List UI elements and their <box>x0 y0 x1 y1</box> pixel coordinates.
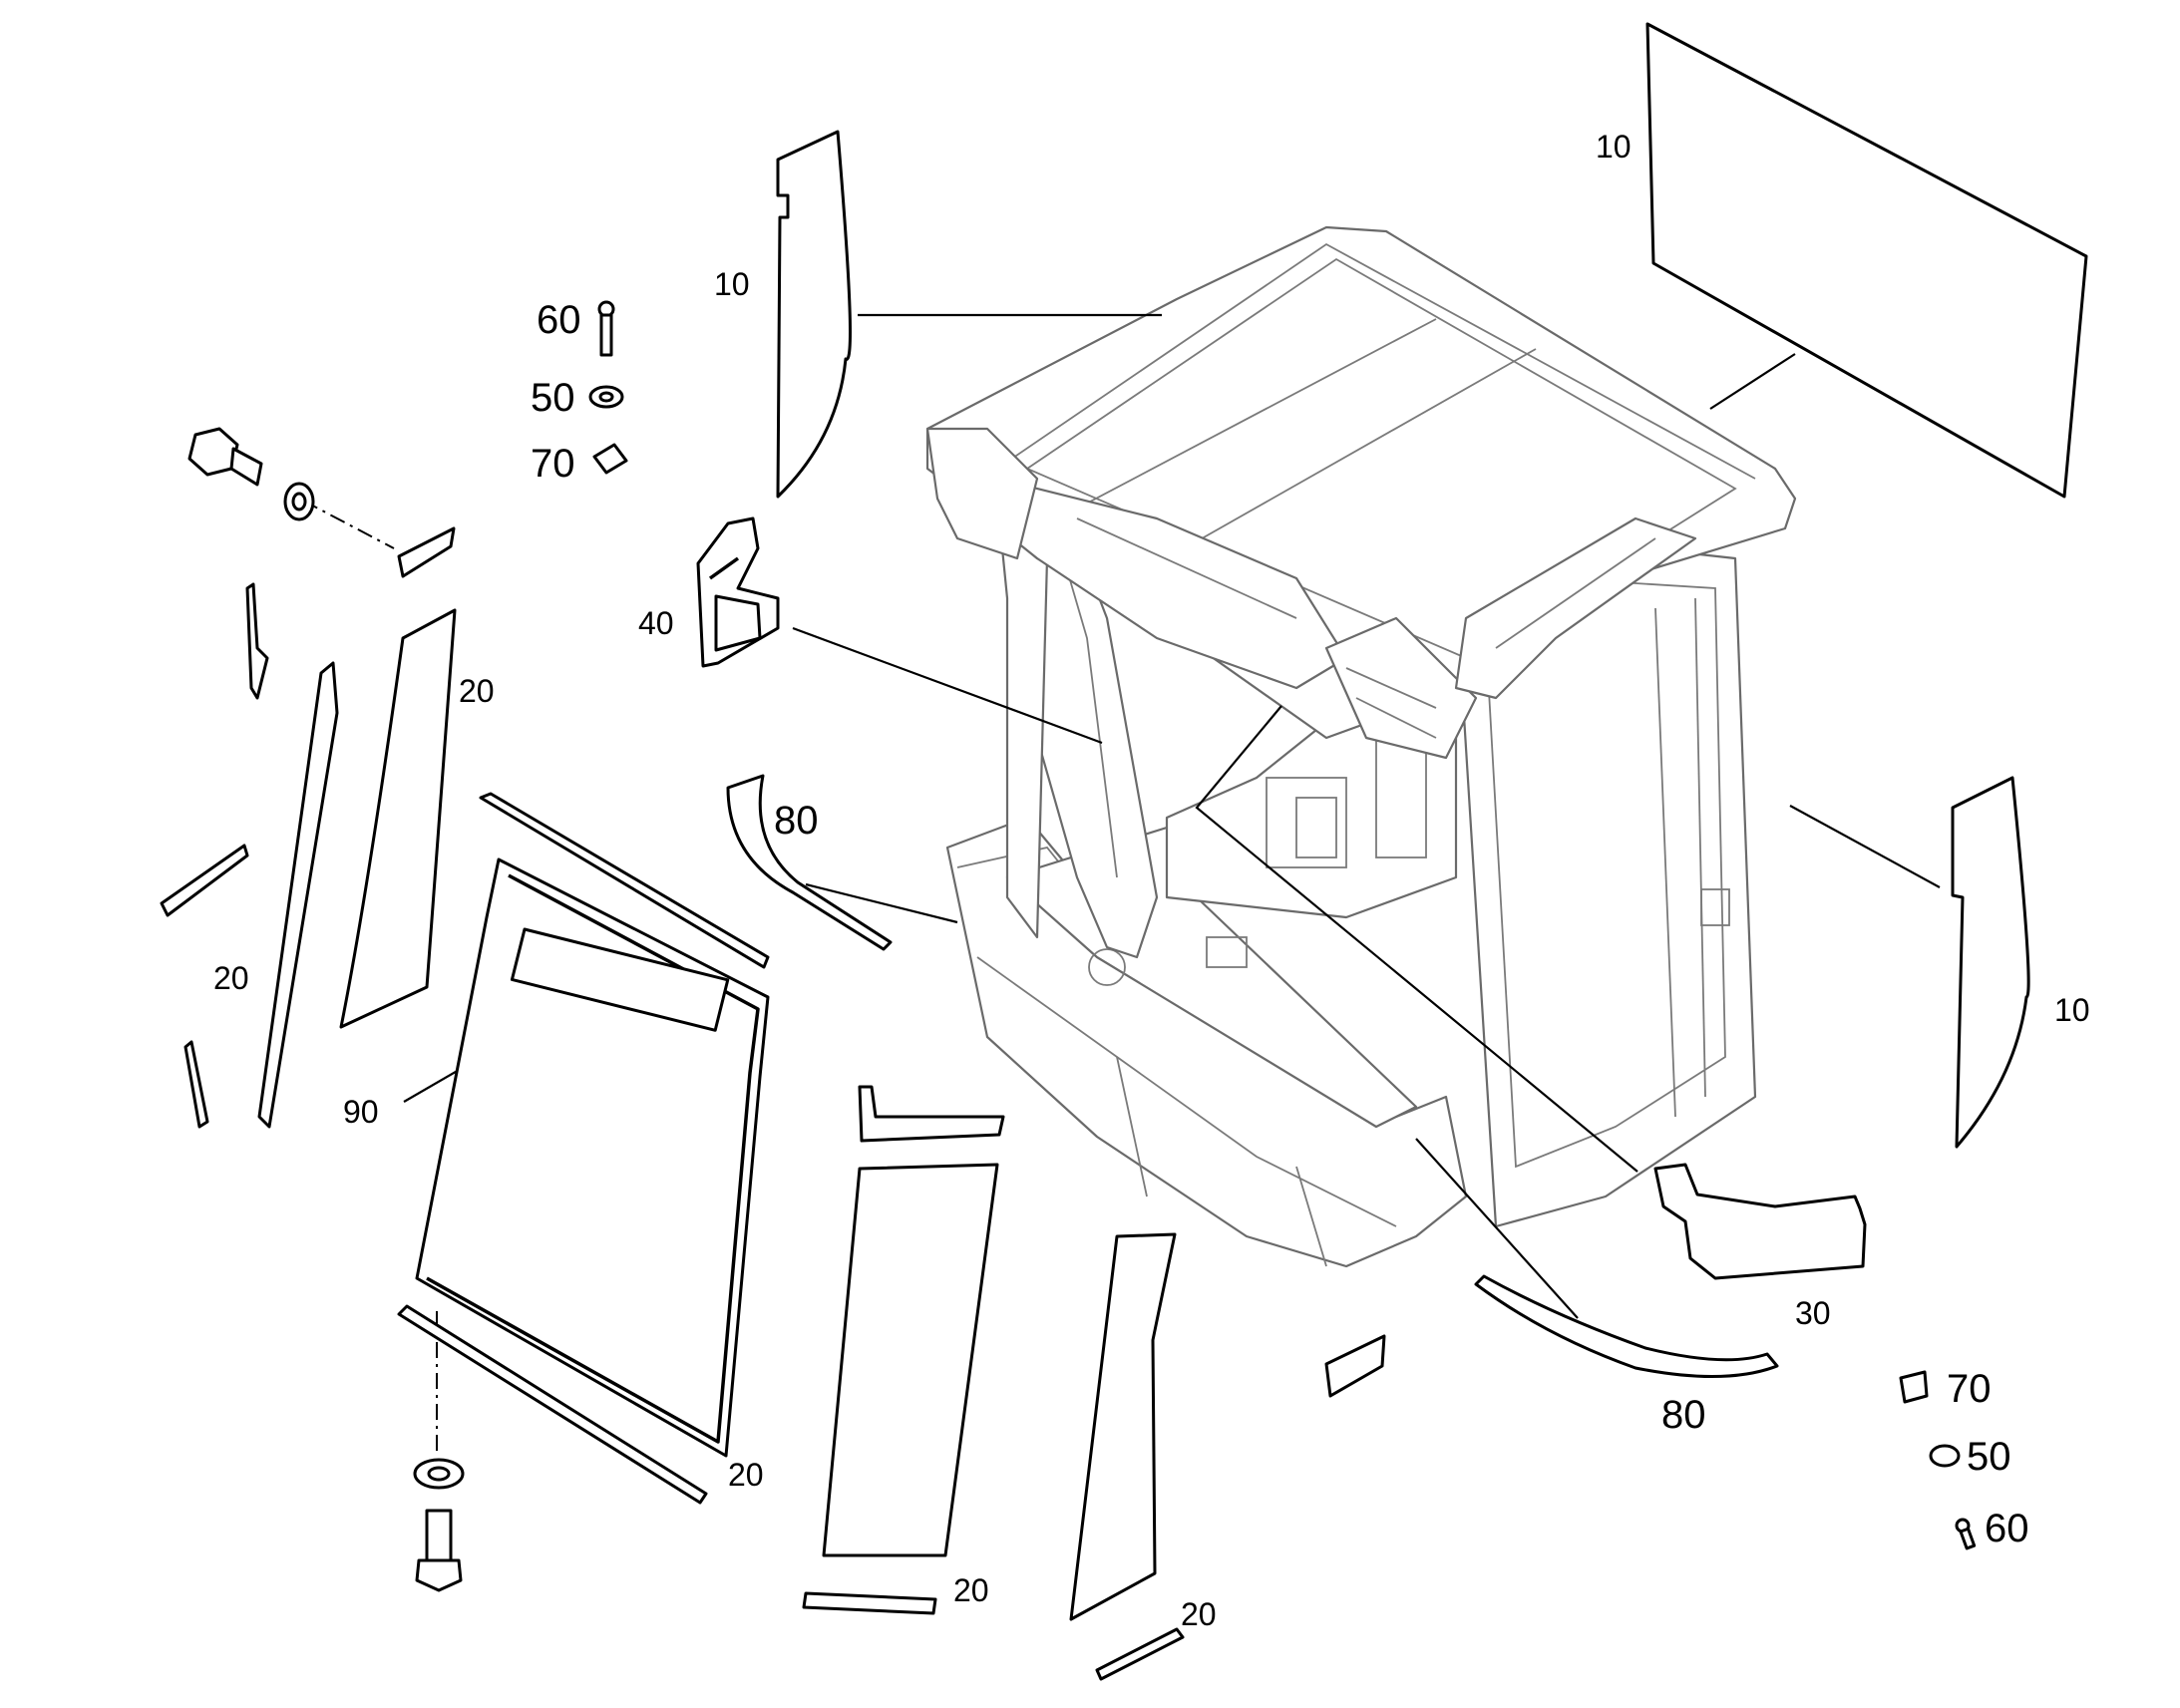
hardware-right-70 <box>1899 1370 1929 1404</box>
callout-door-glass-90: 90 <box>343 1094 379 1130</box>
strip-20-lower-bar <box>802 1591 937 1615</box>
glass-panel-right <box>1951 776 2030 1149</box>
strip-20-small-1 <box>245 582 269 700</box>
callout-strip-20-b: 20 <box>213 960 249 996</box>
leader-glass-rear <box>1709 353 1796 410</box>
leader-glass-right <box>1789 805 1941 888</box>
seal-80-top <box>726 774 893 951</box>
seal-80-bottom <box>1474 1274 1779 1379</box>
callout-bracket-40: 40 <box>638 605 674 641</box>
leader-seal-80-bottom <box>1415 1138 1579 1319</box>
leader-seal-80-top <box>805 882 958 924</box>
strip-20-small-plate <box>1324 1334 1386 1398</box>
hardware-bottom-washer <box>413 1458 465 1490</box>
strip-20-small-2 <box>160 844 249 917</box>
glass-panel-rear <box>1645 22 2088 499</box>
callout-labels: 10 10 10 60 50 70 40 80 80 20 20 20 20 2… <box>213 129 2090 1632</box>
callout-glass-left: 10 <box>714 266 750 302</box>
strip-20-group <box>160 526 1386 1681</box>
callout-hw-right-70: 70 <box>1947 1367 1992 1411</box>
callout-strip-20-e: 20 <box>1181 1596 1217 1632</box>
strip-20-lower-bracket <box>858 1085 1005 1143</box>
washer-left <box>283 482 315 521</box>
callout-hw-right-50: 50 <box>1967 1435 2011 1479</box>
leader-bracket-40 <box>792 626 1103 745</box>
hardware-left-60 <box>597 300 615 357</box>
strip-20-top-door <box>479 792 770 969</box>
callout-strip-20-a: 20 <box>459 673 495 709</box>
strip-20-clip <box>397 526 456 578</box>
glass-panel-left <box>776 130 852 499</box>
leader-bracket-30 <box>1195 705 1638 1173</box>
callout-hw-left-50: 50 <box>531 376 575 420</box>
door-glass-90 <box>415 857 770 1458</box>
callout-glass-right: 10 <box>2054 992 2090 1028</box>
strip-20-bottom-door <box>397 1304 708 1505</box>
hardware-right-50 <box>1929 1444 1961 1468</box>
callout-strip-20-d: 20 <box>953 1572 989 1608</box>
strip-20-pillar-bar <box>1095 1627 1185 1681</box>
hardware-left-50 <box>588 385 624 409</box>
hardware-bottom-bolt <box>415 1509 463 1592</box>
callout-strip-20-c: 20 <box>728 1457 764 1493</box>
bracket-30 <box>1653 1163 1867 1280</box>
callout-hw-left-70: 70 <box>531 442 575 486</box>
callout-seal-80-top: 80 <box>774 799 819 843</box>
callout-hw-right-60: 60 <box>1985 1507 2029 1550</box>
hardware-right-60 <box>1955 1518 1977 1550</box>
strip-20-lower-panel <box>822 1163 999 1557</box>
bolt-left <box>187 427 263 487</box>
axis-bolt-left <box>302 500 395 549</box>
hardware-left-70 <box>592 443 628 475</box>
cab-body <box>925 225 1797 1268</box>
callout-hw-left-60: 60 <box>537 298 581 342</box>
bracket-40 <box>696 516 780 668</box>
strip-20-tall-mid <box>339 608 457 1029</box>
strip-20-tall-left <box>257 661 339 1129</box>
strip-20-small-3 <box>183 1040 209 1129</box>
callout-seal-80-bottom: 80 <box>1661 1393 1706 1437</box>
strip-20-pillar <box>1069 1232 1177 1621</box>
callout-glass-rear: 10 <box>1596 129 1632 165</box>
callout-bracket-30: 30 <box>1795 1295 1831 1331</box>
